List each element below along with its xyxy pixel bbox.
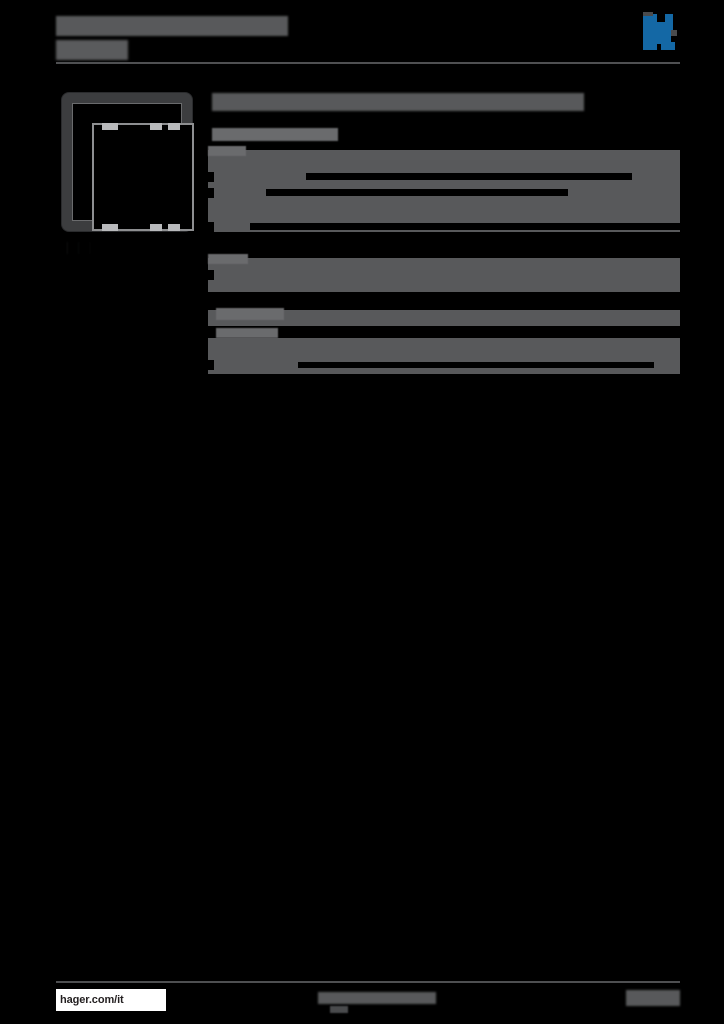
frame-clip-bottom-middle bbox=[150, 224, 162, 231]
table-row-label bbox=[216, 308, 284, 320]
frame-clip-top-right bbox=[168, 123, 180, 130]
footer-url-box[interactable]: hager.com/it bbox=[56, 989, 166, 1011]
table-band bbox=[208, 258, 680, 292]
footer-page-indicator: ███ bbox=[330, 1006, 348, 1013]
page-title: ████████ ██████ ██████ ████ bbox=[212, 93, 584, 111]
footer-right-text bbox=[626, 990, 680, 1006]
document-reference: ████ bbox=[56, 40, 128, 60]
hager-logo bbox=[641, 12, 679, 52]
frame-clip-top-middle bbox=[150, 123, 162, 130]
header-divider bbox=[56, 62, 680, 64]
table-row-value bbox=[298, 362, 654, 368]
section-subtitle: ██████████ bbox=[212, 128, 338, 141]
product-image-caption: █████ bbox=[56, 242, 113, 259]
table-cell-gap bbox=[208, 222, 214, 232]
table-cell-gap bbox=[208, 360, 214, 370]
table-row-value bbox=[266, 189, 568, 196]
table-row-value bbox=[306, 173, 632, 180]
footer-center-text: ████████ bbox=[318, 992, 436, 1004]
table-cell-gap bbox=[208, 188, 214, 198]
product-image bbox=[56, 88, 198, 236]
cover-frame-outline bbox=[62, 93, 194, 231]
document-title: ██████ ████ ██████ bbox=[56, 16, 288, 36]
table-row-value bbox=[250, 223, 680, 230]
table-band bbox=[208, 338, 680, 374]
table-row-label bbox=[216, 328, 278, 338]
frame-clip-bottom-right bbox=[168, 224, 180, 231]
frame-clip-bottom-left bbox=[102, 224, 118, 231]
footer-divider bbox=[56, 981, 680, 983]
table-row-label bbox=[208, 146, 246, 156]
table-cell-gap bbox=[208, 270, 214, 280]
table-cell-gap bbox=[208, 172, 214, 182]
table-band bbox=[208, 310, 680, 326]
footer-url-text[interactable]: hager.com/it bbox=[60, 994, 124, 1006]
cover-frame-aperture bbox=[92, 123, 194, 231]
table-cell-gap bbox=[674, 330, 680, 336]
frame-clip-top-left bbox=[102, 123, 118, 130]
table-row-label bbox=[208, 254, 248, 264]
